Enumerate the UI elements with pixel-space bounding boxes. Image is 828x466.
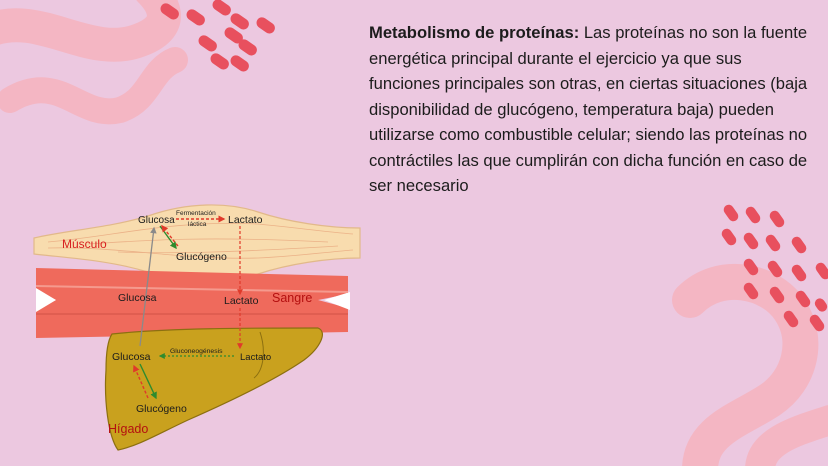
decor-wave-bottom-right	[672, 263, 828, 466]
muscle-label: Músculo	[62, 237, 107, 251]
liver-label: Hígado	[108, 422, 148, 436]
muscle-shape	[33, 204, 361, 282]
muscle-glucose-label: Glucosa	[138, 215, 175, 226]
description-paragraph: Metabolismo de proteínas: Las proteínas …	[369, 20, 809, 199]
liver-glycogen-label: Glucógeno	[136, 403, 187, 415]
arrow-glycogenolysis	[161, 224, 179, 247]
fermentation-label-line2: láctica	[188, 221, 207, 228]
arrow-liver-glucose-to-muscle	[139, 226, 157, 347]
blood-label: Sangre	[272, 291, 312, 305]
gluconeogenesis-label: Gluconeogénesis	[170, 348, 223, 355]
muscle-glycogen-label: Glucógeno	[176, 251, 227, 263]
fermentation-label-line1: Fermentación	[176, 210, 216, 217]
liver-glucose-label: Glucosa	[112, 351, 151, 363]
arrow-liver-glycogenolysis	[133, 364, 149, 399]
decor-wave-top-left	[0, 0, 188, 125]
blood-glucose-label: Glucosa	[118, 292, 157, 304]
blood-lactate-label: Lactato	[224, 295, 259, 307]
cori-cycle-diagram: Músculo Glucosa Fermentación láctica Lac…	[33, 204, 361, 451]
blood-vessel-shape	[35, 268, 350, 338]
paragraph-body: Las proteínas no son la fuente energétic…	[369, 23, 808, 195]
liver-lactate-label: Lactato	[240, 352, 271, 363]
arrow-liver-glycogen-synthesis	[139, 363, 157, 400]
decor-dots-top	[160, 0, 275, 72]
decor-dots-right	[721, 204, 828, 332]
paragraph-heading: Metabolismo de proteínas:	[369, 23, 580, 42]
muscle-lactate-label: Lactato	[228, 214, 263, 226]
